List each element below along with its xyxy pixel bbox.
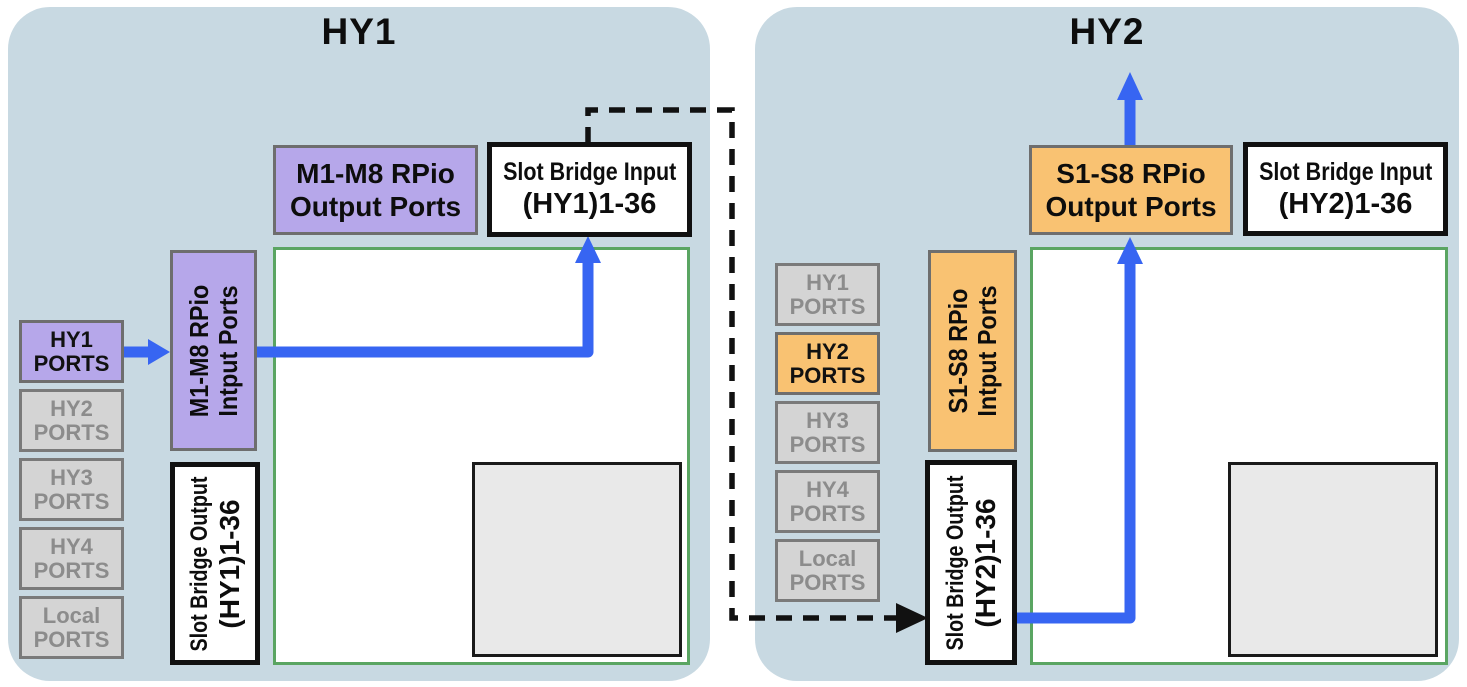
- rpio-output-line1: S1-S8 RPio: [1056, 157, 1206, 189]
- port-label-line2: PORTS: [33, 488, 110, 514]
- port-label-line1: HY1: [50, 327, 93, 353]
- port-label-line2: PORTS: [33, 626, 110, 652]
- hy1-slot-bridge-input-box: Slot Bridge Input (HY1)1-36: [487, 142, 692, 237]
- hy2-slot-bridge-output-box: Slot Bridge Output (HY2)1-36: [925, 460, 1017, 665]
- port-label-line2: PORTS: [33, 557, 110, 583]
- rpio-input-line1: S1-S8 RPio: [942, 288, 973, 414]
- slot-bridge-output-vertical-text: Slot Bridge Output (HY2)1-36: [940, 456, 1002, 669]
- rpio-output-line2: Output Ports: [1045, 191, 1217, 222]
- port-label-line1: HY1: [806, 270, 849, 296]
- hy1-rpio-output-ports-box: M1-M8 RPio Output Ports: [273, 145, 478, 235]
- slot-bridge-output-line1: Slot Bridge Output: [942, 475, 970, 650]
- rpio-input-line1: M1-M8 RPio: [183, 284, 214, 417]
- port-label-line2: PORTS: [33, 419, 110, 445]
- slot-bridge-output-vertical-text: Slot Bridge Output (HY1)1-36: [184, 457, 246, 670]
- hy2-panel-title: HY2: [1069, 11, 1145, 52]
- slot-bridge-output-line2: (HY2)1-36: [970, 497, 1002, 628]
- port-label-line2: PORTS: [789, 500, 866, 526]
- hy2-port-button-local: Local PORTS: [775, 539, 880, 602]
- port-label-line2: PORTS: [789, 431, 866, 457]
- port-label-line2: PORTS: [789, 569, 866, 595]
- hy1-port-button-hy2: HY2 PORTS: [19, 389, 124, 452]
- hy2-port-button-hy4: HY4 PORTS: [775, 470, 880, 533]
- rpio-input-vertical-text: S1-S8 RPio Intput Ports: [942, 278, 1002, 424]
- slot-bridge-output-line2: (HY1)1-36: [214, 498, 246, 629]
- port-label-line1: HY3: [806, 408, 849, 434]
- rpio-output-line1: M1-M8 RPio: [296, 157, 455, 189]
- port-label-line1: HY2: [50, 396, 93, 422]
- hy1-rpio-input-ports-box: M1-M8 RPio Intput Ports: [170, 250, 257, 451]
- port-label-line1: Local: [42, 603, 101, 629]
- slot-bridge-input-line2: (HY1)1-36: [522, 188, 657, 221]
- hy2-rpio-input-ports-box: S1-S8 RPio Intput Ports: [928, 250, 1017, 452]
- slot-bridge-input-line2: (HY2)1-36: [1278, 187, 1413, 220]
- hy1-port-button-hy1: HY1 PORTS: [19, 320, 124, 383]
- port-label-line2: PORTS: [789, 293, 866, 319]
- rpio-input-vertical-text: M1-M8 RPio Intput Ports: [183, 277, 243, 424]
- hy2-port-button-hy2: HY2 PORTS: [775, 332, 880, 395]
- hy2-matrix-gray-region: [1228, 462, 1438, 657]
- port-label-line1: Local: [798, 546, 857, 572]
- port-label-line1: HY3: [50, 465, 93, 491]
- hy2-rpio-output-ports-box: S1-S8 RPio Output Ports: [1029, 145, 1233, 235]
- port-label-line1: HY4: [806, 477, 849, 503]
- rpio-input-line2: Intput Ports: [971, 285, 1002, 417]
- port-label-line1: HY4: [50, 534, 93, 560]
- port-label-line2: PORTS: [33, 350, 110, 376]
- port-label-line1: HY2: [806, 339, 849, 365]
- hy1-port-button-local: Local PORTS: [19, 596, 124, 659]
- hy1-panel-title: HY1: [321, 11, 397, 52]
- slot-bridge-output-line1: Slot Bridge Output: [186, 476, 214, 651]
- hy2-port-button-hy3: HY3 PORTS: [775, 401, 880, 464]
- hy1-port-button-hy4: HY4 PORTS: [19, 527, 124, 590]
- rpio-input-line2: Intput Ports: [212, 284, 243, 417]
- hy1-port-button-hy3: HY3 PORTS: [19, 458, 124, 521]
- rpio-output-line2: Output Ports: [289, 191, 462, 222]
- hy2-slot-bridge-input-box: Slot Bridge Input (HY2)1-36: [1243, 142, 1448, 236]
- slot-bridge-input-line1: Slot Bridge Input: [1258, 157, 1433, 186]
- slot-bridge-input-line1: Slot Bridge Input: [502, 158, 677, 187]
- port-label-line2: PORTS: [789, 362, 866, 388]
- hy2-port-button-hy1: HY1 PORTS: [775, 263, 880, 326]
- hy1-slot-bridge-output-box: Slot Bridge Output (HY1)1-36: [170, 462, 260, 665]
- hy1-matrix-gray-region: [472, 462, 682, 657]
